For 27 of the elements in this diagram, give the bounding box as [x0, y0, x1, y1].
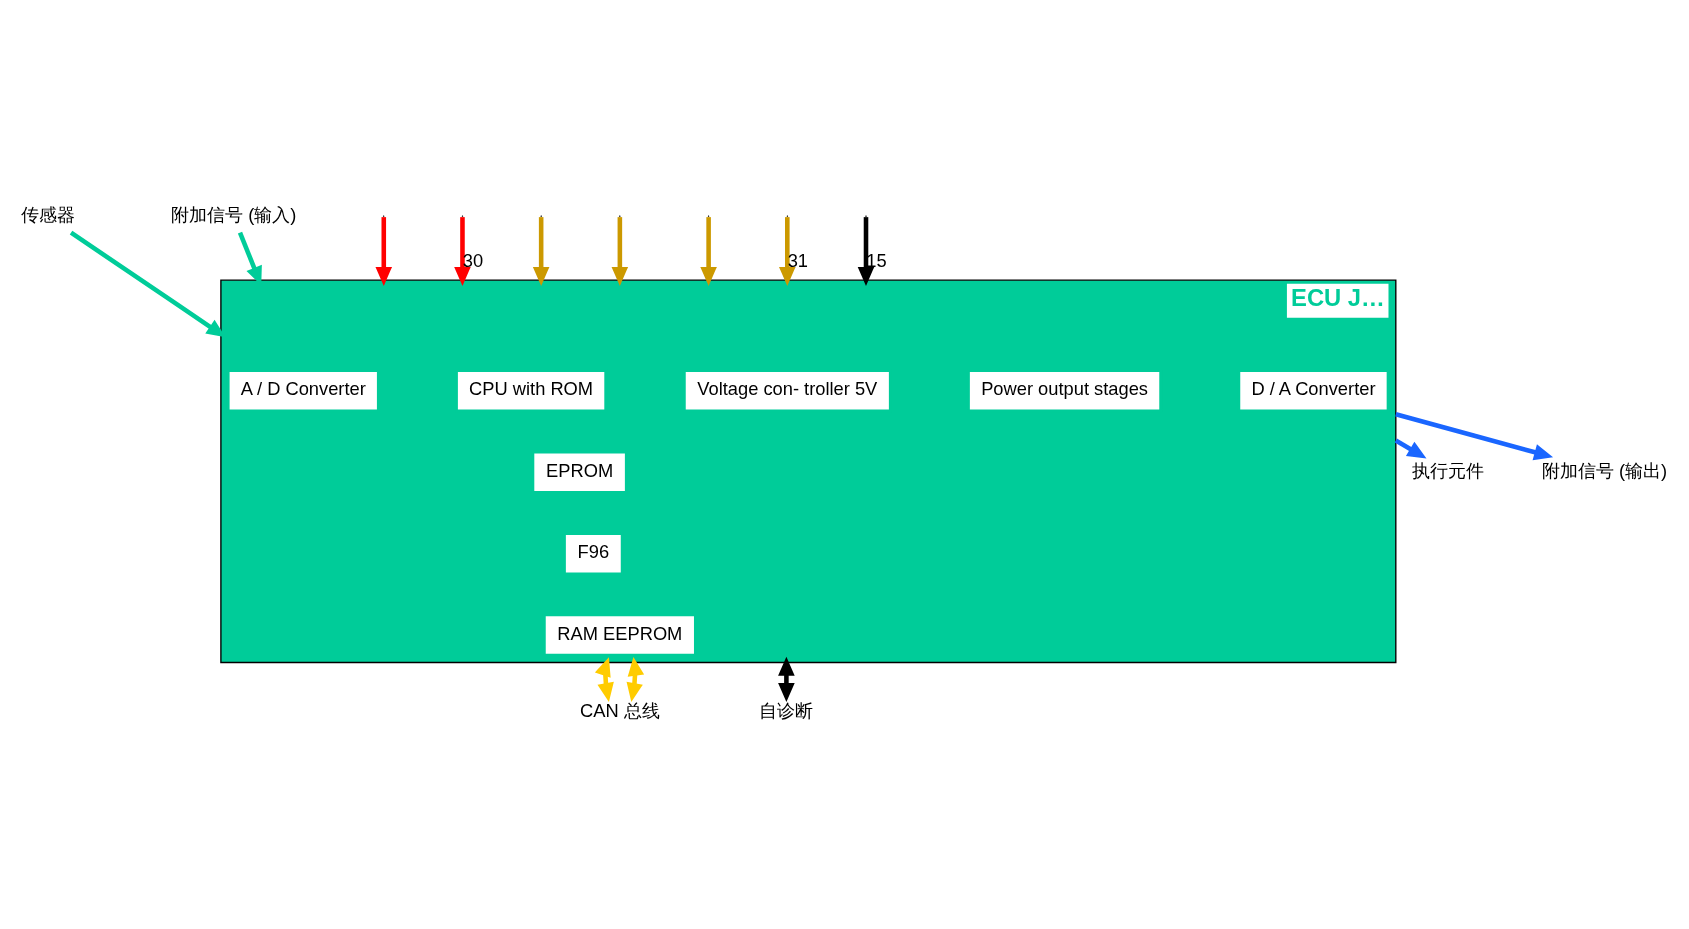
- arrow: [454, 217, 471, 286]
- node-box: EPROM: [531, 450, 628, 494]
- node-box: Voltage con- troller 5V: [683, 369, 892, 413]
- node-text: 附加信号 (输出): [1541, 459, 1668, 481]
- edge-label: 15: [866, 250, 887, 272]
- arrow: [1394, 438, 1427, 459]
- node-text: 执行元件: [1411, 459, 1484, 481]
- arrow: [594, 657, 614, 702]
- node-text: 附加信号 (输入): [171, 203, 297, 225]
- node-text: CAN 总线: [580, 700, 660, 722]
- arrow: [626, 656, 645, 702]
- node-box: CPU with ROM: [455, 369, 608, 413]
- arrow: [1395, 412, 1554, 461]
- arrow: [611, 217, 629, 286]
- node-text: 传感器: [20, 203, 75, 225]
- arrow: [700, 217, 717, 286]
- arrow: [532, 217, 550, 286]
- arrow: [779, 217, 796, 286]
- node-box: RAM EEPROM: [543, 613, 697, 657]
- arrow: [375, 217, 393, 286]
- node-box: A / D Converter: [226, 369, 380, 413]
- node-box: Power output stages: [967, 369, 1163, 413]
- node-box: D / A Converter: [1237, 369, 1390, 413]
- arrow: [857, 217, 875, 286]
- arrow: [778, 656, 795, 702]
- node-box: F96: [563, 532, 624, 576]
- node-text: 自诊断: [759, 700, 814, 722]
